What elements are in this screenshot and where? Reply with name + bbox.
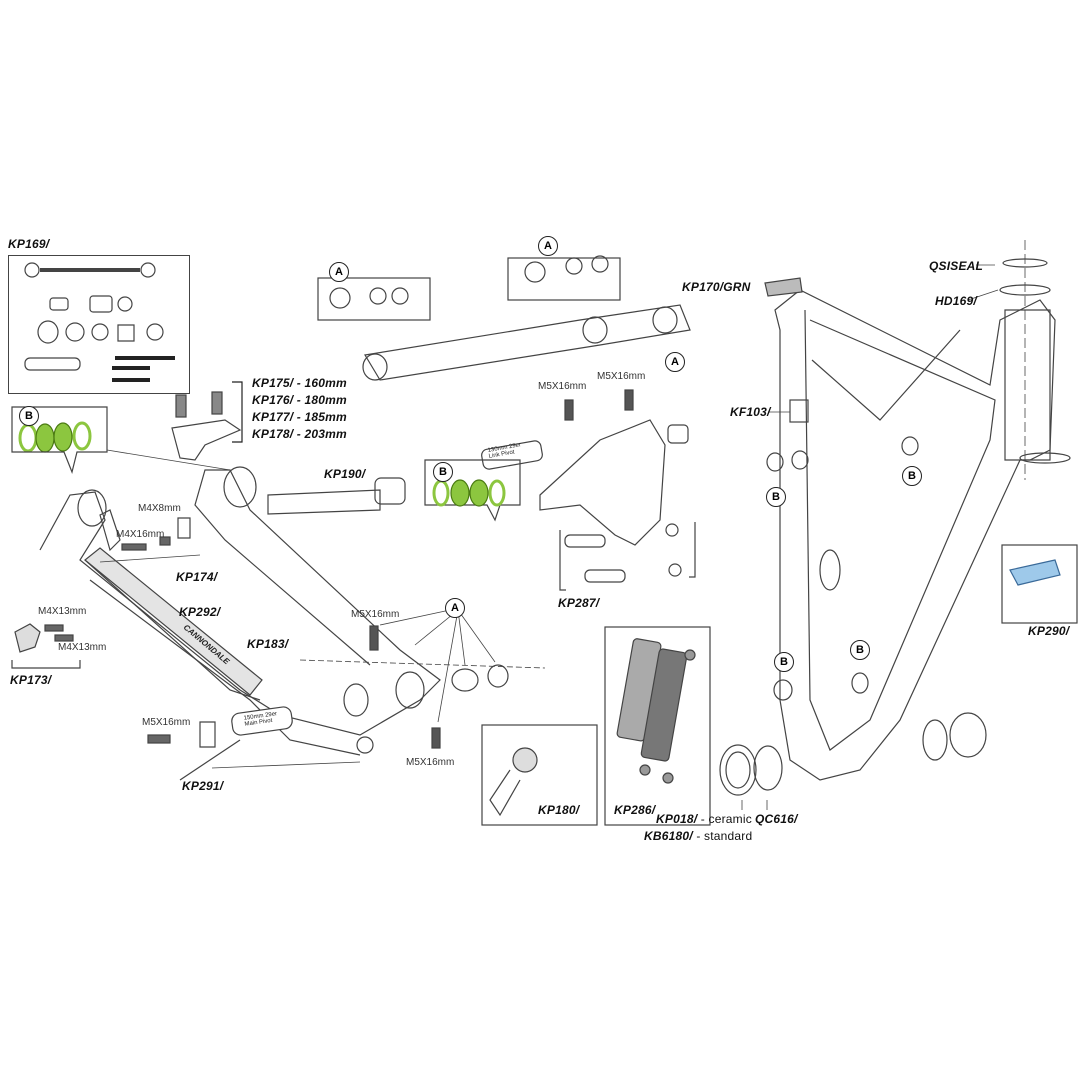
label-kp170: KP170/GRN [682, 280, 751, 294]
callout-box-b-left [11, 406, 108, 474]
label-kp174: KP174/ [176, 570, 218, 584]
label-kp173: KP173/ [10, 673, 52, 687]
rocker-link [481, 389, 689, 546]
label-kp169: KP169/ [8, 237, 50, 251]
kp169-hardware-kit [24, 262, 175, 382]
callout-b-frame-right: B [902, 466, 922, 486]
label-m5x16-link-right: M5X16mm [597, 371, 646, 382]
bushing [451, 668, 479, 692]
pivot-nut [487, 664, 509, 688]
kp018-desc: - ceramic [700, 812, 752, 826]
kp169-box [8, 255, 190, 394]
cable-guide-kp290 [1009, 559, 1061, 586]
label-m4x13-lower: M4X13mm [58, 642, 107, 653]
bearing-kit-b-left [18, 421, 92, 453]
kp180-box [481, 724, 598, 826]
callout-box-a-seatstay [317, 277, 431, 321]
label-qsiseal: QSISEAL [929, 259, 984, 273]
chainstay-assembly [39, 466, 441, 756]
label-m5x16-chainstay: M5X16mm [351, 609, 400, 620]
label-kp190: KP190/ [324, 467, 366, 481]
brake-mount [171, 381, 243, 461]
headset-parts [764, 240, 1071, 480]
callout-b-frame-lower-right: B [850, 640, 870, 660]
callout-a-chainstay: A [445, 598, 465, 618]
callout-box-a-seatstay-right [507, 257, 621, 301]
plate-kp174b [177, 517, 191, 539]
label-kp287: KP287/ [558, 596, 600, 610]
callout-b-link: B [433, 462, 453, 482]
kb6180-desc: - standard [696, 829, 753, 843]
callout-b-frame-left: B [766, 487, 786, 507]
label-kp183: KP183/ [247, 637, 289, 651]
bolt-m5x16-upper [369, 625, 379, 651]
kp286-box [604, 626, 711, 826]
bolt-m4x8 [159, 536, 171, 546]
shock-kp286 [616, 638, 696, 784]
plate-kp174a [99, 509, 121, 552]
seatstay [329, 255, 691, 381]
callout-a-seatstay-right: A [538, 236, 558, 256]
label-kf103: KF103/ [730, 405, 771, 419]
callout-b-left: B [19, 406, 39, 426]
part-kp180 [489, 747, 538, 817]
axle-kp190 [267, 477, 406, 515]
label-m4x8: M4X8mm [138, 503, 181, 514]
label-kp178: KP178/ - 203mm [252, 427, 347, 441]
kp290-box [1001, 544, 1078, 624]
label-m4x13-upper: M4X13mm [38, 606, 87, 617]
bearing-kit-b-link [432, 479, 506, 507]
label-m5x16-kp291: M5X16mm [142, 717, 191, 728]
label-m4x16: M4X16mm [116, 529, 165, 540]
bolt-m4x16 [121, 543, 147, 551]
label-kp286: KP286/ [614, 803, 656, 817]
callout-box-b-link [424, 459, 521, 522]
hardware-kp291 [147, 721, 361, 781]
label-qc616: QC616/ [755, 812, 798, 826]
bottom-bracket-parts [719, 712, 987, 796]
kp018-code: KP018/ [656, 812, 698, 826]
label-kp292: KP292/ [179, 605, 221, 619]
label-kp175: KP175/ - 160mm [252, 376, 347, 390]
label-kp176: KP176/ - 180mm [252, 393, 347, 407]
callout-b-frame-lower-left: B [774, 652, 794, 672]
dropout-kp173 [11, 623, 81, 669]
label-kp018: KP018/ - ceramic [656, 812, 752, 826]
label-kb6180: KB6180/ - standard [644, 829, 752, 843]
label-m5x16-link-left: M5X16mm [538, 381, 587, 392]
label-m5x16-bottom: M5X16mm [406, 757, 455, 768]
label-kp290: KP290/ [1028, 624, 1070, 638]
front-triangle-frame [766, 289, 1056, 781]
hardware-kp287 [559, 522, 696, 591]
label-hd169: HD169/ [935, 294, 977, 308]
label-kp180: KP180/ [538, 803, 580, 817]
callout-a-seatstay: A [329, 262, 349, 282]
callout-a-link: A [665, 352, 685, 372]
bolt-m5x16-lower [431, 727, 441, 749]
kb6180-code: KB6180/ [644, 829, 693, 843]
label-kp177: KP177/ - 185mm [252, 410, 347, 424]
label-kp291: KP291/ [182, 779, 224, 793]
